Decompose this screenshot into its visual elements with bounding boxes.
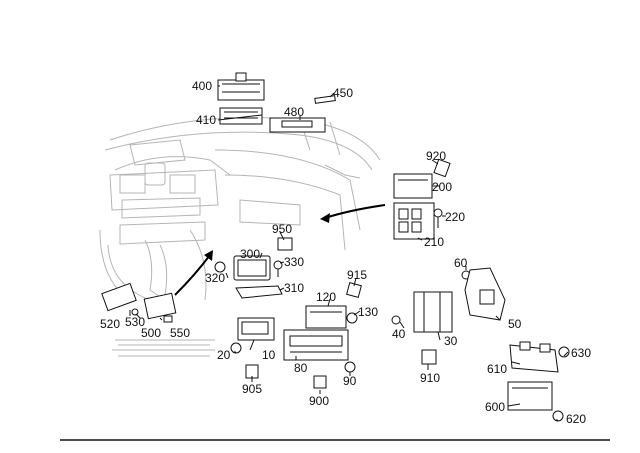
callout-30: 30	[444, 334, 458, 348]
callout-610: 610	[487, 362, 508, 376]
callout-550: 550	[170, 326, 191, 340]
component-parts	[101, 72, 570, 422]
callout-915: 915	[347, 268, 368, 282]
callout-120: 120	[316, 290, 337, 304]
callout-620: 620	[566, 412, 587, 426]
callout-330: 330	[284, 255, 305, 269]
callout-220: 220	[445, 210, 466, 224]
callout-50: 50	[508, 317, 522, 331]
callout-410: 410	[196, 113, 217, 127]
callout-480: 480	[284, 105, 305, 119]
callout-530: 530	[125, 315, 146, 329]
callout-200: 200	[432, 180, 453, 194]
callout-905: 905	[242, 382, 263, 396]
callout-630: 630	[571, 346, 592, 360]
callout-40: 40	[392, 327, 406, 341]
callout-320: 320	[205, 271, 226, 285]
callout-500: 500	[141, 326, 162, 340]
callout-130: 130	[358, 305, 379, 319]
callout-80: 80	[294, 361, 308, 375]
callout-920: 920	[426, 149, 447, 163]
callout-60: 60	[454, 256, 468, 270]
callout-300: 300	[240, 247, 261, 261]
callout-600: 600	[485, 400, 506, 414]
callout-400: 400	[192, 79, 213, 93]
callout-910: 910	[420, 371, 441, 385]
callout-310: 310	[284, 281, 305, 295]
dashboard-outline	[99, 117, 381, 357]
callout-450: 450	[333, 86, 354, 100]
callout-210: 210	[424, 235, 445, 249]
callout-20: 20	[217, 348, 231, 362]
callout-900: 900	[309, 394, 330, 408]
callout-950: 950	[272, 222, 293, 236]
callout-520: 520	[100, 317, 121, 331]
callout-90: 90	[343, 374, 357, 388]
callout-10: 10	[262, 348, 276, 362]
